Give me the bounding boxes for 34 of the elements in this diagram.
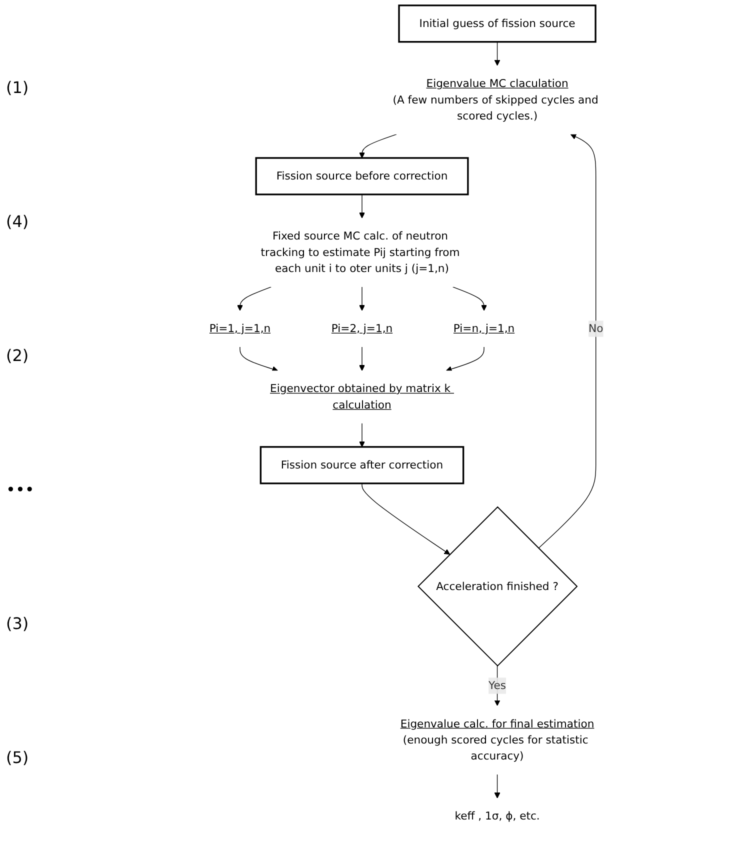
step-label: (3) bbox=[6, 614, 30, 632]
step-label: (5) bbox=[6, 748, 30, 766]
step-label: (2) bbox=[6, 346, 30, 364]
node-box: Fission source after correction bbox=[260, 446, 464, 484]
node-text: Eigenvector obtained by matrix k calculation bbox=[270, 382, 451, 412]
arrow bbox=[494, 774, 500, 798]
node-box: Initial guess of fission source bbox=[398, 4, 596, 43]
arrow bbox=[362, 483, 450, 555]
arrow bbox=[538, 134, 596, 549]
arrow bbox=[494, 42, 500, 66]
arrow bbox=[359, 194, 365, 218]
arrow bbox=[359, 286, 365, 311]
step-label: (4) bbox=[6, 212, 30, 230]
arrow bbox=[359, 422, 365, 448]
node-text: Pi=1, j=1,n bbox=[209, 322, 271, 335]
step-label: ••• bbox=[6, 480, 36, 498]
arrow bbox=[446, 346, 484, 372]
node-text: Eigenvalue calc. for final estimation (enough scored cycles for statistic accuracy) bbox=[400, 717, 594, 762]
arrow bbox=[494, 665, 500, 706]
arrow bbox=[237, 286, 272, 311]
arrow bbox=[452, 286, 487, 311]
node-text: keff , 1σ, ϕ, etc. bbox=[454, 810, 540, 822]
node-text: Pi=2, j=1,n bbox=[331, 322, 393, 335]
node-box: Fission source before correction bbox=[255, 157, 469, 196]
arrow bbox=[359, 346, 365, 371]
step-label: (1) bbox=[6, 78, 30, 96]
node-text: Fixed source MC calc. of neutron tracking to estimate Pij starting from each unit i to oter units j (j=1,n) bbox=[260, 230, 460, 275]
node-text: Pi=n, j=1,n bbox=[453, 322, 515, 335]
edge-label: Yes bbox=[488, 678, 506, 692]
node-text: Eigenvalue MC claculation (A few numbers of skipped cycles and scored cycles.) bbox=[392, 76, 598, 122]
edge-label: No bbox=[588, 322, 604, 335]
arrow bbox=[240, 346, 278, 372]
node-diamond: Acceleration finished ? bbox=[418, 506, 578, 667]
arrow bbox=[359, 134, 397, 158]
